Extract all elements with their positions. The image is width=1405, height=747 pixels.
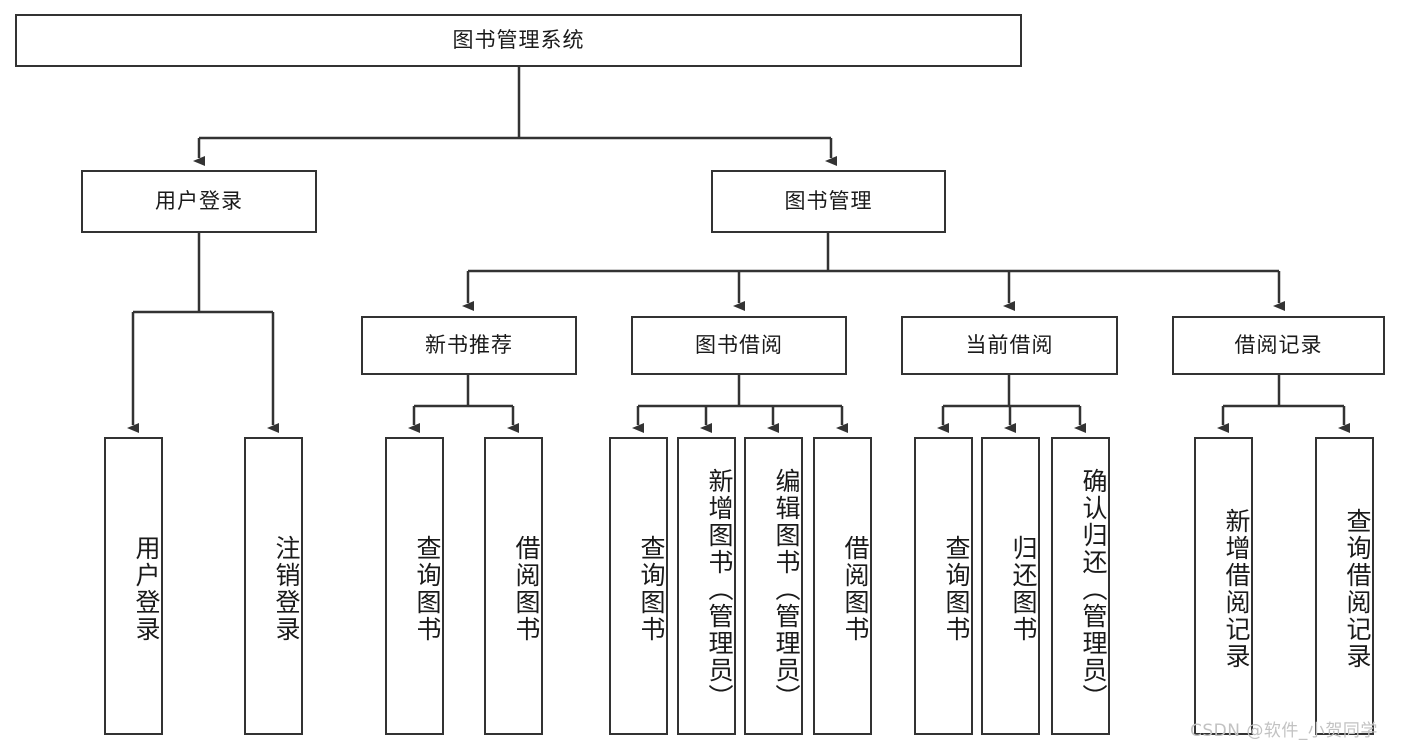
leaf-label: 查询图书 [637,535,666,643]
node-user-login[interactable]: 用户登录 [81,170,317,233]
node-new-book-recommend[interactable]: 新书推荐 [361,316,577,375]
leaf-label: 查询图书 [413,535,442,643]
node-book-borrow[interactable]: 图书借阅 [631,316,847,375]
leaf-label: 查询借阅记录 [1343,508,1372,670]
leaf-label: 注销登录 [272,535,301,643]
leaf-current-borrow-query[interactable]: 查询图书 [914,437,973,735]
leaf-label: 借阅图书 [512,535,541,643]
leaf-label: 新增图书（管理员） [705,467,734,711]
leaf-label: 确认归还（管理员） [1079,467,1108,711]
leaf-borrow-record-query[interactable]: 查询借阅记录 [1315,437,1374,735]
node-current-borrow-label: 当前借阅 [965,332,1054,357]
leaf-user-login-logout[interactable]: 注销登录 [244,437,303,735]
leaf-label: 归还图书 [1009,535,1038,643]
node-root-label: 图书管理系统 [452,27,585,52]
node-borrow-record-label: 借阅记录 [1234,332,1323,357]
node-book-borrow-label: 图书借阅 [695,332,783,357]
node-borrow-record[interactable]: 借阅记录 [1172,316,1385,375]
leaf-label: 借阅图书 [841,535,870,643]
node-new-book-recommend-label: 新书推荐 [425,332,513,357]
leaf-label: 新增借阅记录 [1222,508,1251,670]
leaf-borrow-record-add[interactable]: 新增借阅记录 [1194,437,1253,735]
leaf-book-borrow-borrow[interactable]: 借阅图书 [813,437,872,735]
node-book-management-label: 图书管理 [784,188,873,213]
leaf-user-login-login[interactable]: 用户登录 [104,437,163,735]
node-root[interactable]: 图书管理系统 [15,14,1022,67]
leaf-label: 用户登录 [132,535,161,643]
leaf-label: 编辑图书（管理员） [772,467,801,711]
leaf-current-borrow-return[interactable]: 归还图书 [981,437,1040,735]
leaf-book-borrow-edit[interactable]: 编辑图书（管理员） [744,437,803,735]
node-book-management[interactable]: 图书管理 [711,170,946,233]
node-current-borrow[interactable]: 当前借阅 [901,316,1118,375]
leaf-book-borrow-query[interactable]: 查询图书 [609,437,668,735]
leaf-new-book-borrow[interactable]: 借阅图书 [484,437,543,735]
leaf-current-borrow-confirm-return[interactable]: 确认归还（管理员） [1051,437,1110,735]
leaf-label: 查询图书 [942,535,971,643]
csdn-watermark: CSDN @软件_小贺同学 [1190,721,1378,741]
node-user-login-label: 用户登录 [155,188,243,213]
leaf-book-borrow-add[interactable]: 新增图书（管理员） [677,437,736,735]
leaf-new-book-query[interactable]: 查询图书 [385,437,444,735]
